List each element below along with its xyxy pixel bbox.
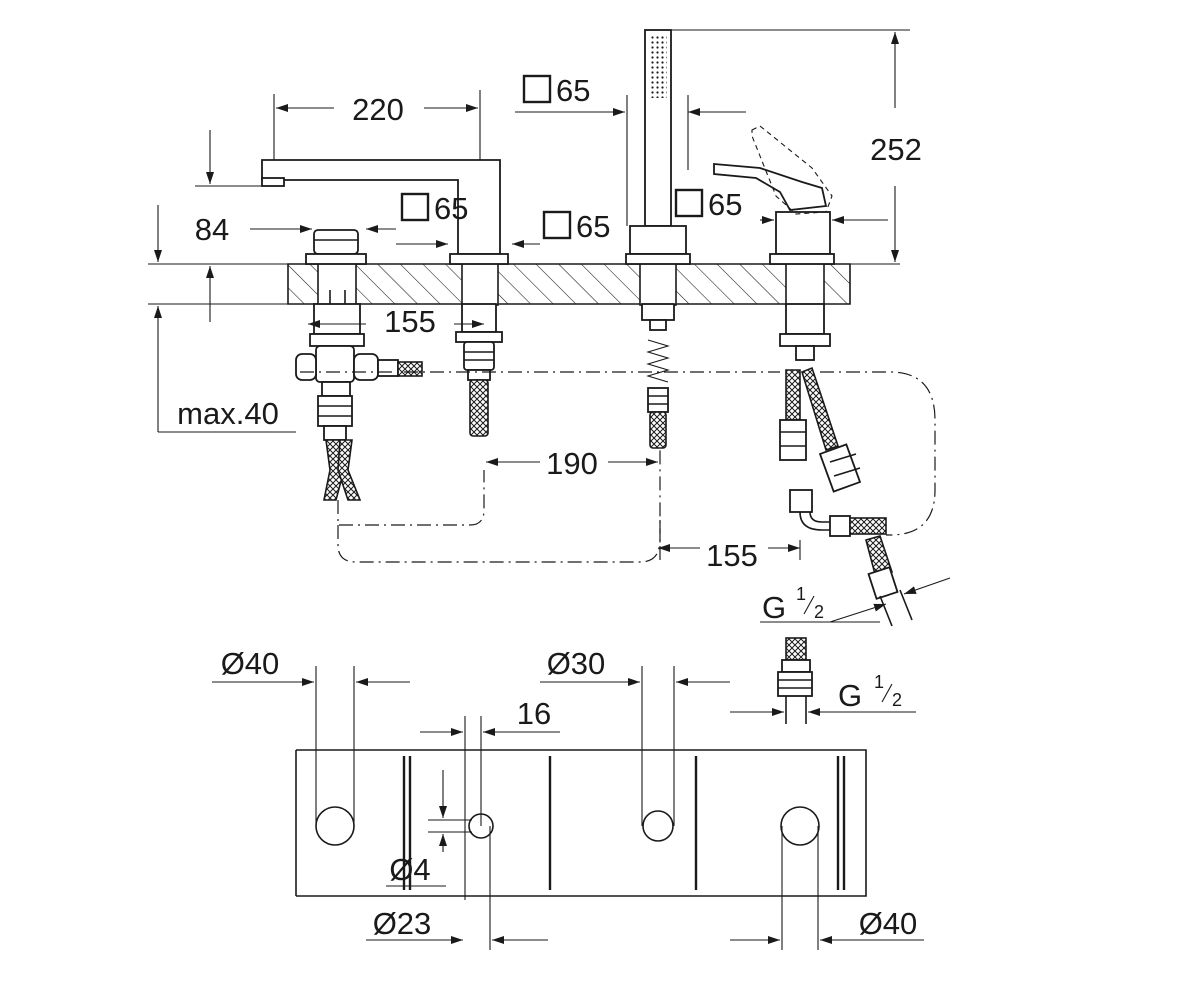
dim-hole-right: Ø40 bbox=[859, 906, 918, 941]
dim-offset: 16 bbox=[517, 696, 551, 731]
dim-valve-left-square: 65 bbox=[542, 209, 610, 244]
dim-hole-mid: Ø30 bbox=[547, 646, 606, 681]
dim-deck-thickness: max.40 bbox=[177, 396, 279, 431]
deck-section bbox=[148, 262, 900, 306]
dim-spout-height: 84 bbox=[195, 212, 229, 247]
hole-mid bbox=[642, 810, 674, 842]
hose-detail bbox=[730, 637, 916, 724]
dim-total-height: 252 bbox=[870, 132, 922, 167]
svg-text:G: G bbox=[762, 590, 786, 625]
svg-text:2: 2 bbox=[892, 690, 902, 710]
dim-spout-reach: 220 bbox=[352, 92, 404, 127]
dim-spacing-right: 155 bbox=[706, 538, 758, 573]
square-symbol-icon bbox=[674, 188, 704, 218]
dim-handshower-square: 65 bbox=[522, 73, 590, 108]
svg-text:65: 65 bbox=[434, 191, 468, 226]
center-lines bbox=[300, 371, 936, 563]
hole-right bbox=[780, 806, 820, 846]
dim-thread-lower: G 1 2 bbox=[838, 672, 902, 713]
dim-hole-left: Ø40 bbox=[221, 646, 280, 681]
right-valve bbox=[713, 125, 913, 627]
svg-text:65: 65 bbox=[576, 209, 610, 244]
dim-spout-square: 65 bbox=[400, 191, 468, 226]
deck-template bbox=[212, 666, 924, 950]
dim-spacing-mid: 190 bbox=[546, 446, 598, 481]
hand-shower bbox=[625, 29, 691, 449]
svg-text:2: 2 bbox=[814, 602, 824, 622]
svg-text:1: 1 bbox=[796, 584, 806, 604]
hole-left bbox=[315, 806, 355, 846]
svg-text:1: 1 bbox=[874, 672, 884, 692]
dimension-lines bbox=[148, 29, 951, 623]
dim-hole-small: Ø23 bbox=[373, 906, 432, 941]
left-valve bbox=[295, 229, 423, 501]
dim-thread-upper: G 1 2 bbox=[762, 584, 824, 625]
square-symbol-icon bbox=[542, 210, 572, 240]
dim-pin: Ø4 bbox=[389, 852, 430, 887]
square-symbol-icon bbox=[400, 192, 430, 222]
square-symbol-icon bbox=[522, 74, 552, 104]
svg-text:65: 65 bbox=[556, 73, 590, 108]
dim-valve-right-square: 65 bbox=[674, 187, 742, 222]
dim-spacing-left: 155 bbox=[384, 304, 436, 339]
svg-text:G: G bbox=[838, 678, 862, 713]
svg-text:65: 65 bbox=[708, 187, 742, 222]
